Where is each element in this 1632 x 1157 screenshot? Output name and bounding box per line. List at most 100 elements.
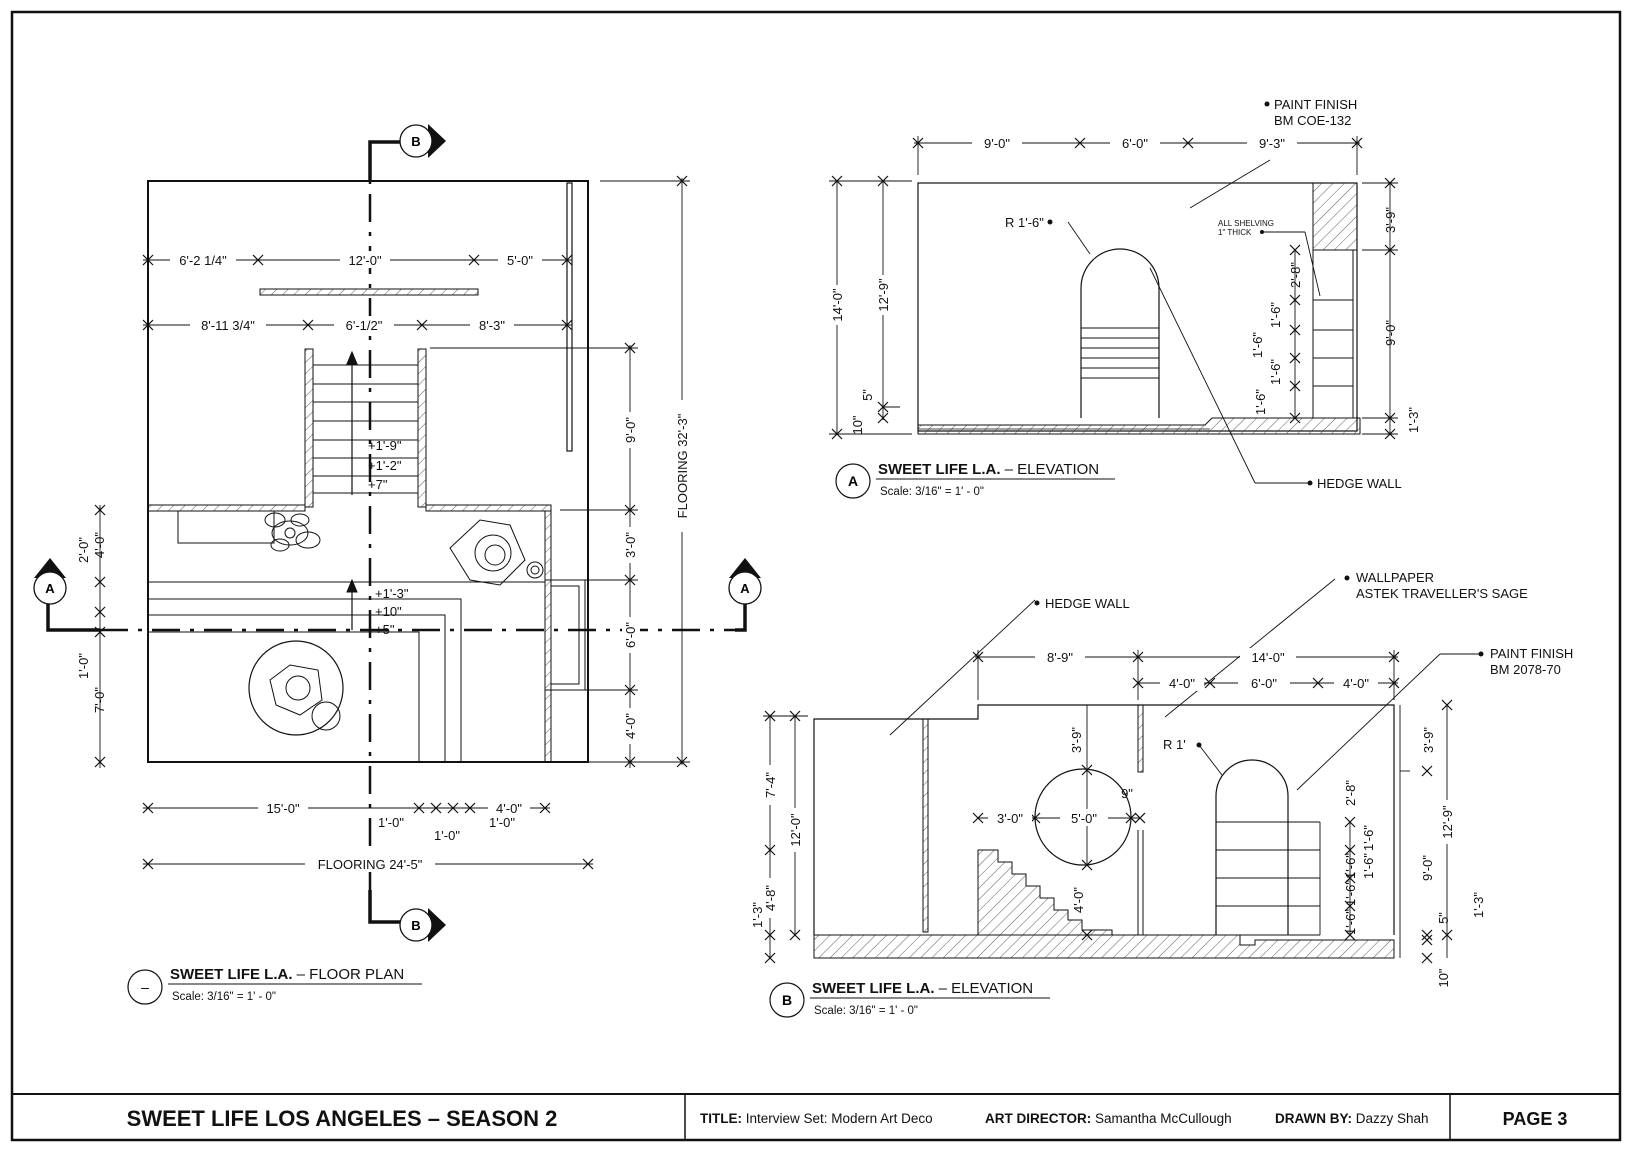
dim-label: 5'-0"	[507, 253, 533, 268]
floor-plan-ticks	[94, 175, 688, 870]
svg-text:+10": +10"	[375, 604, 402, 619]
svg-text:3'-9": 3'-9"	[1383, 207, 1398, 233]
drawn-by: DRAWN BY: Dazzy Shah	[1275, 1111, 1429, 1126]
dim-label: 6'-1/2"	[346, 318, 383, 333]
svg-text:9'-0": 9'-0"	[1383, 320, 1398, 346]
svg-text:Scale: 3/16" = 1' - 0": Scale: 3/16" = 1' - 0"	[814, 1005, 918, 1017]
dim-label: FLOORING 24'-5"	[318, 857, 423, 872]
section-marker-a-right: A	[728, 558, 762, 605]
svg-text:HEDGE WALL: HEDGE WALL	[1317, 476, 1402, 491]
svg-text:3'-0": 3'-0"	[997, 811, 1023, 826]
svg-text:14'-0": 14'-0"	[830, 288, 845, 322]
svg-text:BM COE-132: BM COE-132	[1274, 113, 1351, 128]
elevation-b-dimension-lines	[763, 578, 1481, 958]
set-title: TITLE: Interview Set: Modern Art Deco	[700, 1111, 933, 1126]
dim-label: 8'-3"	[479, 318, 505, 333]
svg-text:1'-6": 1'-6"	[1250, 332, 1265, 358]
dim-label: FLOORING 32'-3"	[675, 413, 690, 518]
page-number: PAGE 3	[1503, 1109, 1568, 1129]
svg-text:+1'-9": +1'-9"	[368, 438, 402, 453]
svg-text:PAINT FINISH: PAINT FINISH	[1274, 97, 1357, 112]
dim-label: 4'-0"	[92, 532, 107, 558]
svg-text:ALL SHELVING: ALL SHELVING	[1218, 219, 1274, 228]
svg-text:+5": +5"	[375, 622, 395, 637]
svg-text:12'-9": 12'-9"	[1440, 805, 1455, 839]
svg-text:4'-0": 4'-0"	[1343, 676, 1369, 691]
svg-text:A: A	[740, 581, 750, 596]
svg-text:1'-6": 1'-6"	[1343, 909, 1358, 935]
svg-text:5'-0": 5'-0"	[1071, 811, 1097, 826]
svg-text:A: A	[848, 473, 858, 489]
svg-text:1'-3": 1'-3"	[1406, 407, 1421, 433]
svg-text:1'-6": 1'-6"	[1343, 880, 1358, 906]
elevation-b-labels: HEDGE WALL WALLPAPER ASTEK TRAVELLER'S S…	[750, 570, 1573, 988]
floor-plan-title: – SWEET LIFE L.A. – FLOOR PLAN Scale: 3/…	[127, 966, 422, 1005]
dim-label: 1'-0"	[489, 815, 515, 830]
dim-label: 3'-0"	[623, 532, 638, 558]
svg-text:B: B	[411, 918, 420, 933]
svg-text:Scale: 3/16" = 1' - 0": Scale: 3/16" = 1' - 0"	[172, 991, 276, 1003]
dim-label: 1'-0"	[76, 653, 91, 679]
plant-icon	[264, 512, 321, 552]
svg-text:BM 2078-70: BM 2078-70	[1490, 662, 1561, 677]
floor-plan-elevation-notes: +1'-9" +1'-2" +7" +1'-3" +10" +5"	[368, 438, 409, 637]
svg-text:1'-3": 1'-3"	[750, 902, 765, 928]
section-marker-b-bottom: B	[399, 908, 446, 942]
title-block: SWEET LIFE LOS ANGELES – SEASON 2 TITLE:…	[12, 1093, 1620, 1140]
svg-text:–: –	[141, 979, 149, 995]
dim-label: 2'-0"	[76, 537, 91, 563]
svg-text:1" THICK: 1" THICK	[1218, 228, 1252, 237]
elevation-a-labels: PAINT FINISH BM COE-132 9'-0" 6'-0" 9'-3…	[829, 97, 1421, 491]
dim-label: 4'-0"	[623, 713, 638, 739]
svg-text:12'-0": 12'-0"	[788, 813, 803, 847]
svg-text:Scale: 3/16" = 1' - 0": Scale: 3/16" = 1' - 0"	[880, 486, 984, 498]
floor-plan-dimension-labels: 6'-2 1/4" 12'-0" 5'-0" 8'-11 3/4" 6'-1/2…	[76, 251, 692, 872]
sheet-border	[10, 10, 1622, 1142]
svg-text:1'-6": 1'-6"	[1361, 825, 1376, 851]
dim-label: 12'-0"	[348, 253, 382, 268]
svg-text:SWEET LIFE L.A. – ELEVATION: SWEET LIFE L.A. – ELEVATION	[812, 980, 1033, 997]
svg-text:HEDGE WALL: HEDGE WALL	[1045, 596, 1130, 611]
svg-text:10": 10"	[850, 415, 865, 434]
svg-text:4'-0": 4'-0"	[1169, 676, 1195, 691]
svg-text:2'-8": 2'-8"	[1288, 262, 1303, 288]
rug-icon	[248, 640, 344, 736]
svg-text:SWEET LIFE L.A. – ELEVATION: SWEET LIFE L.A. – ELEVATION	[878, 461, 1099, 478]
section-marker-a-left: A	[33, 558, 67, 605]
svg-text:B: B	[782, 992, 792, 1008]
elevation-a	[917, 182, 1361, 435]
svg-text:1'-6": 1'-6"	[1361, 853, 1376, 879]
svg-text:4'-8": 4'-8"	[763, 885, 778, 911]
dim-label: 1'-0"	[378, 815, 404, 830]
svg-text:+7": +7"	[368, 477, 388, 492]
svg-text:ASTEK TRAVELLER'S SAGE: ASTEK TRAVELLER'S SAGE	[1356, 586, 1528, 601]
svg-text:1'-6": 1'-6"	[1268, 359, 1283, 385]
svg-text:14'-0": 14'-0"	[1251, 650, 1285, 665]
dim-label: 15'-0"	[266, 801, 300, 816]
svg-text:10": 10"	[1436, 968, 1451, 987]
section-marker-b-top: B	[399, 124, 446, 158]
svg-text:2'-8": 2'-8"	[1343, 780, 1358, 806]
svg-text:12'-9": 12'-9"	[876, 278, 891, 312]
floor-plan	[46, 140, 747, 924]
svg-text:3'-9": 3'-9"	[1069, 727, 1084, 753]
armchair-icon	[449, 519, 544, 586]
svg-text:R 1': R 1'	[1163, 737, 1186, 752]
dim-label: 4'-0"	[496, 801, 522, 816]
svg-text:WALLPAPER: WALLPAPER	[1356, 570, 1434, 585]
svg-text:9'-0": 9'-0"	[1420, 855, 1435, 881]
svg-text:6'-0": 6'-0"	[1122, 136, 1148, 151]
elevation-a-title: A SWEET LIFE L.A. – ELEVATION Scale: 3/1…	[835, 461, 1115, 499]
dim-label: 1'-0"	[434, 828, 460, 843]
svg-text:SWEET LIFE L.A. – FLOOR PLAN: SWEET LIFE L.A. – FLOOR PLAN	[170, 966, 404, 983]
svg-text:7'-4": 7'-4"	[763, 772, 778, 798]
dim-label: 7'-0"	[92, 687, 107, 713]
elevation-b	[813, 704, 1395, 959]
svg-text:3'-9": 3'-9"	[1421, 727, 1436, 753]
svg-text:A: A	[45, 581, 55, 596]
dim-label: 8'-11 3/4"	[201, 318, 255, 333]
svg-text:PAINT FINISH: PAINT FINISH	[1490, 646, 1573, 661]
svg-text:+1'-3": +1'-3"	[375, 586, 409, 601]
svg-text:9'-3": 9'-3"	[1259, 136, 1285, 151]
